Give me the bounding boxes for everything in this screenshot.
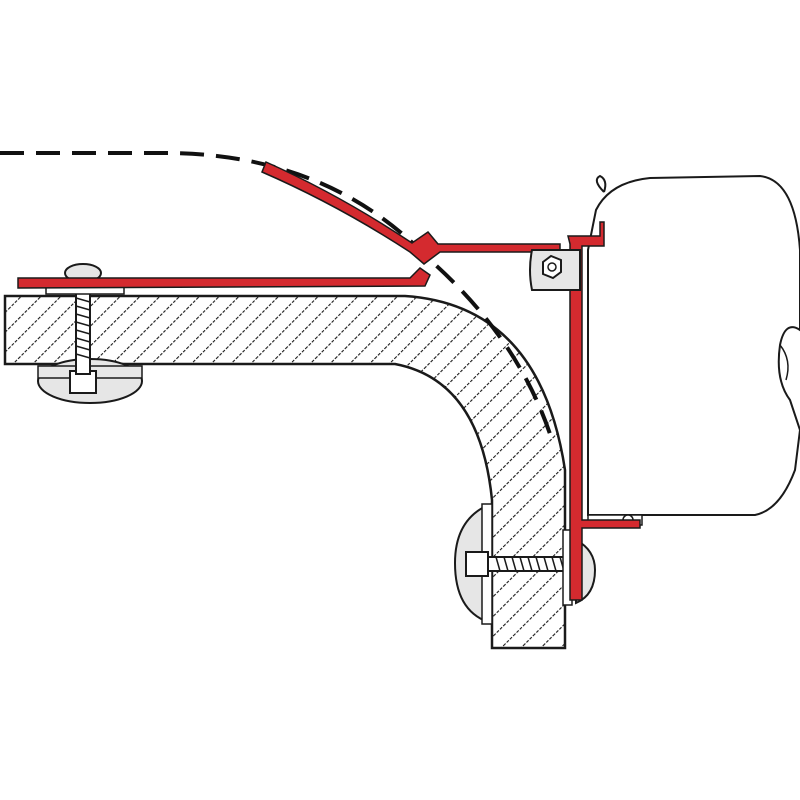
awning-cassette	[587, 174, 800, 526]
wall-bolt	[453, 503, 597, 625]
roof-bolt	[37, 263, 143, 404]
red-adapter-bracket	[17, 160, 641, 601]
